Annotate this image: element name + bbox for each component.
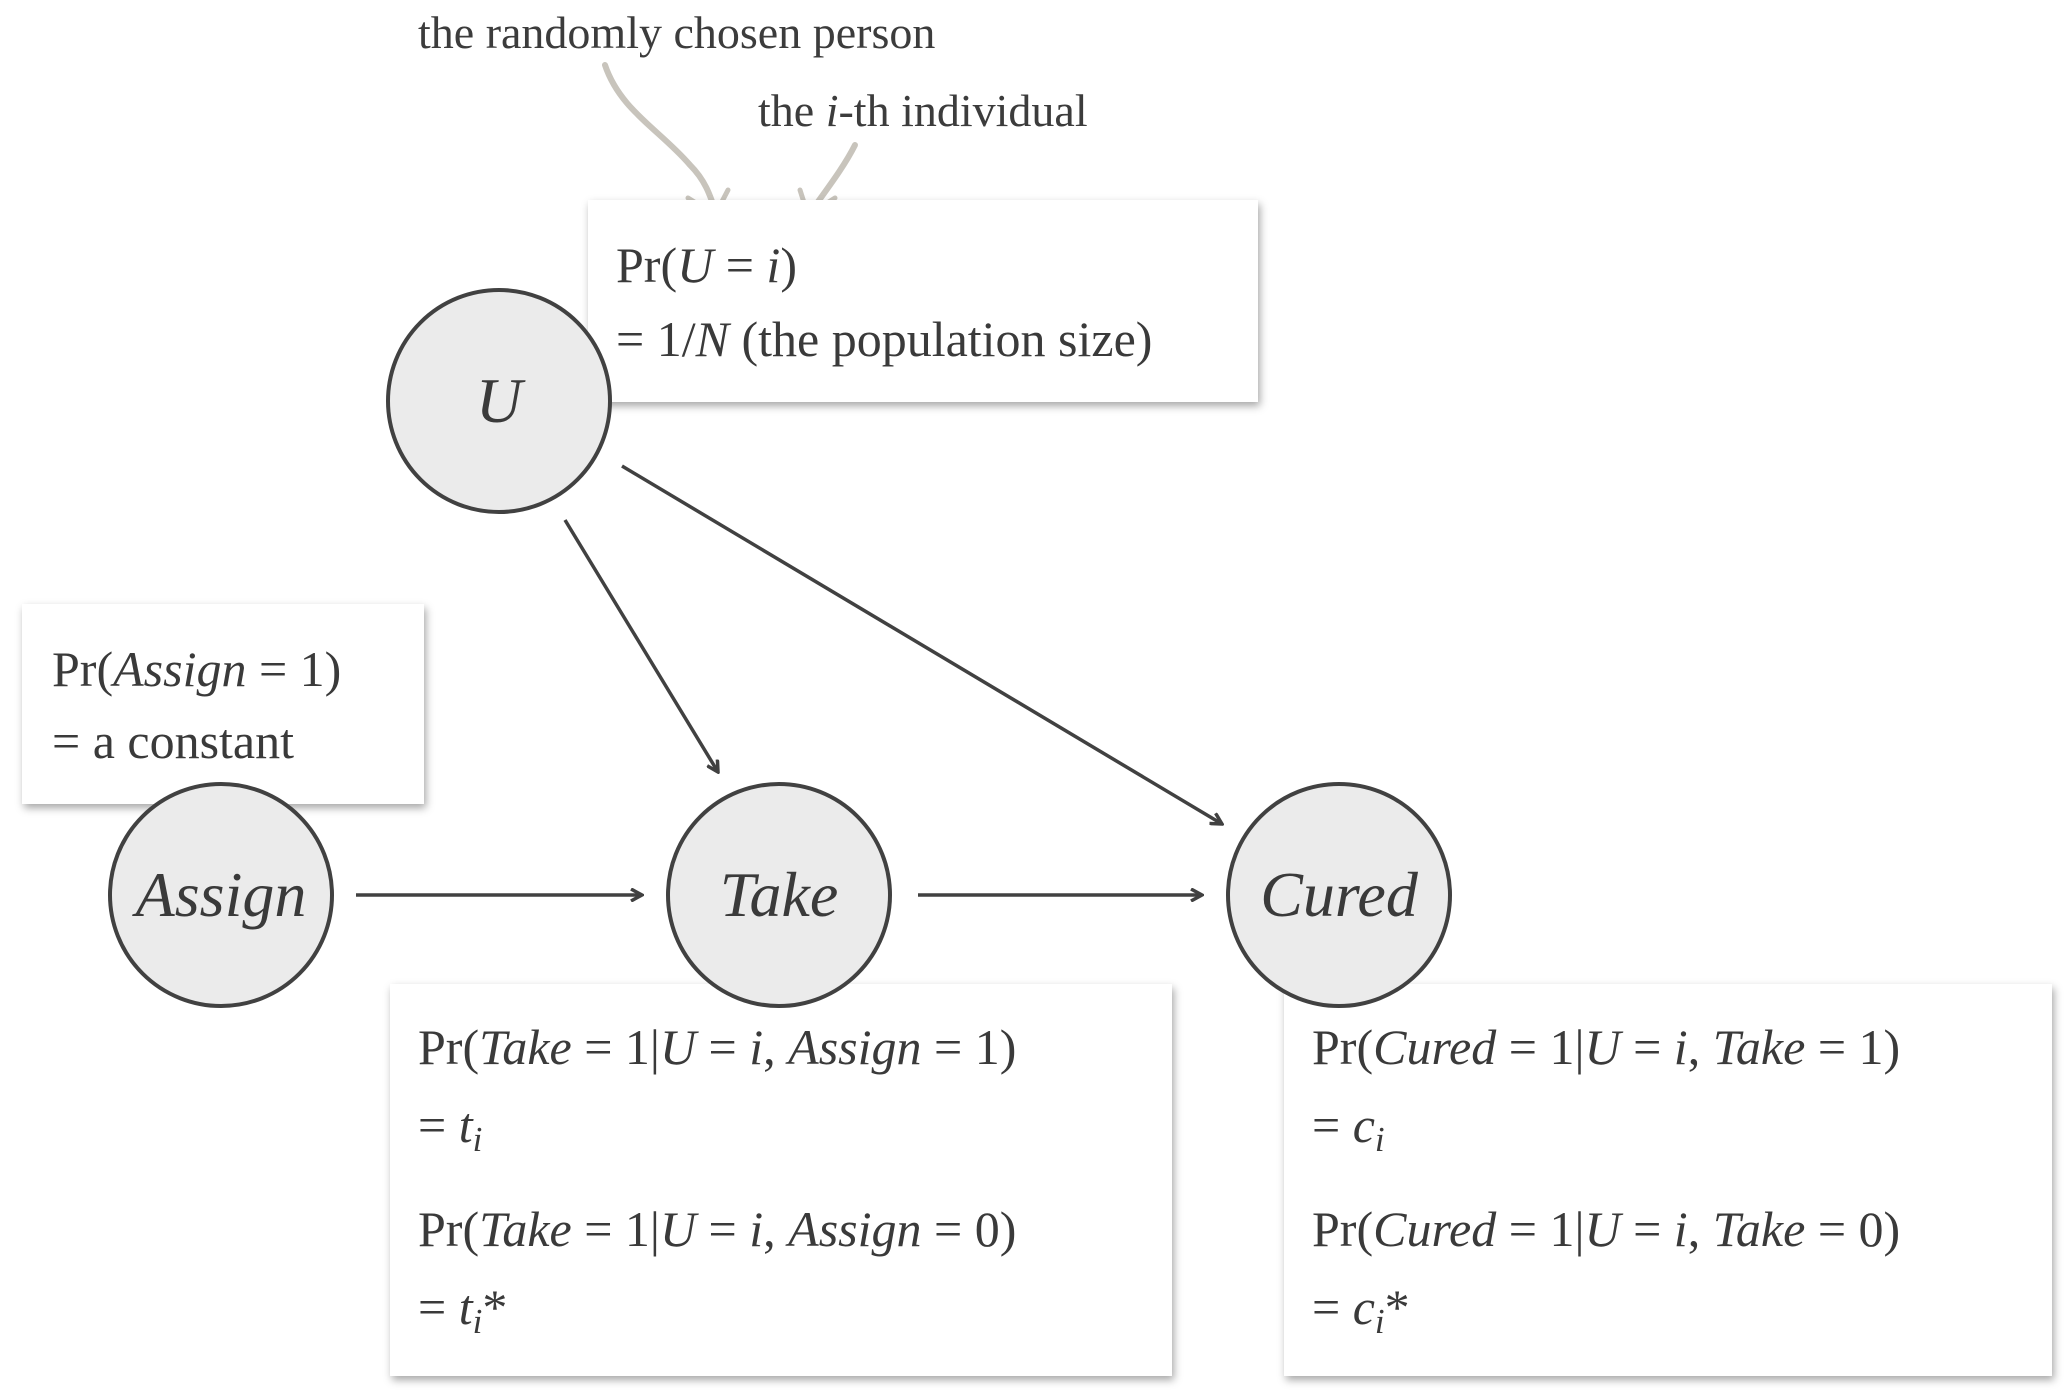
text-fragment: = 0) — [1805, 1201, 1901, 1257]
var-take: Take — [479, 1201, 572, 1257]
node-cured: Cured — [1226, 782, 1452, 1008]
var-take: Take — [1712, 1201, 1806, 1257]
node-assign: Assign — [108, 782, 334, 1008]
text-fragment: Pr( — [418, 1201, 480, 1257]
subscript-i: i — [472, 1119, 483, 1159]
var-cured: Cured — [1373, 1019, 1497, 1075]
text-fragment: = — [1620, 1019, 1674, 1075]
var-c: c — [1352, 1097, 1375, 1153]
var-n: N — [695, 311, 729, 367]
text-fragment: = — [418, 1279, 459, 1335]
u-box-line-1: Pr(U = i) — [616, 236, 797, 294]
text-fragment: = 0) — [921, 1201, 1017, 1257]
annotation-ith-individual: the i-th individual — [758, 84, 1088, 137]
var-u: U — [659, 1201, 697, 1257]
take-box-line-2: = ti — [418, 1096, 482, 1157]
var-t: t — [458, 1097, 473, 1153]
text-fragment: = — [713, 237, 767, 293]
text-fragment: = — [696, 1019, 750, 1075]
annotation-ith-var: i — [825, 85, 839, 136]
var-take: Take — [479, 1019, 572, 1075]
var-assign: Assign — [113, 641, 247, 697]
text-fragment: = 1/ — [616, 311, 696, 367]
cured-box-line-4: = ci* — [1312, 1278, 1410, 1339]
annotation-random-person: the randomly chosen person — [418, 7, 936, 58]
annotation-arrow-random-person — [602, 62, 718, 213]
text-fragment: Pr( — [1312, 1019, 1374, 1075]
var-u: U — [677, 237, 714, 293]
text-fragment: = — [1312, 1097, 1353, 1153]
text-fragment: , — [763, 1201, 789, 1257]
var-assign: Assign — [788, 1019, 922, 1075]
take-box-line-1: Pr(Take = 1|U = i, Assign = 1) — [418, 1018, 1016, 1076]
var-cured: Cured — [1373, 1201, 1497, 1257]
text-fragment: Pr( — [616, 237, 678, 293]
text-fragment: = — [696, 1201, 750, 1257]
take-box-line-3: Pr(Take = 1|U = i, Assign = 0) — [418, 1200, 1016, 1258]
text-fragment: * — [482, 1279, 508, 1335]
text-fragment: = 1| — [1496, 1201, 1585, 1257]
var-assign: Assign — [788, 1201, 922, 1257]
u-box-line-2: = 1/N (the population size) — [616, 310, 1152, 368]
edge-u-to-cured — [621, 464, 1222, 824]
take-probability-box: Pr(Take = 1|U = i, Assign = 1) = ti Pr(T… — [390, 984, 1172, 1376]
node-cured-label: Cured — [1260, 859, 1418, 930]
text-fragment: = 1| — [1496, 1019, 1585, 1075]
text-fragment: = 1) — [246, 641, 342, 697]
var-i: i — [766, 237, 781, 293]
text-fragment: ) — [780, 237, 797, 293]
subscript-i: i — [1374, 1119, 1385, 1159]
var-t: t — [458, 1279, 473, 1335]
annotation-ith-prefix: the — [758, 85, 826, 136]
edge-u-to-take — [563, 519, 718, 772]
var-u: U — [1584, 1019, 1621, 1075]
text-fragment: = 1| — [571, 1201, 660, 1257]
annotation-ith-suffix: -th individual — [838, 85, 1088, 136]
text-fragment: , — [1687, 1019, 1713, 1075]
var-i: i — [1673, 1019, 1688, 1075]
node-u-label: U — [475, 365, 523, 436]
text-fragment: = 1) — [1805, 1019, 1901, 1075]
text-fragment: = — [418, 1097, 459, 1153]
subscript-i: i — [472, 1301, 483, 1341]
text-fragment: = 1| — [571, 1019, 660, 1075]
var-u: U — [1584, 1201, 1621, 1257]
var-take: Take — [1712, 1019, 1806, 1075]
node-take: Take — [666, 782, 892, 1008]
subscript-i: i — [1374, 1301, 1385, 1341]
var-i: i — [749, 1201, 764, 1257]
text-fragment: = — [1312, 1279, 1353, 1335]
assign-probability-box: Pr(Assign = 1) = a constant — [22, 604, 424, 804]
node-assign-label: Assign — [135, 859, 307, 930]
u-probability-box: Pr(U = i) = 1/N (the population size) — [588, 200, 1258, 402]
text-fragment: Pr( — [1312, 1201, 1374, 1257]
cured-box-line-1: Pr(Cured = 1|U = i, Take = 1) — [1312, 1018, 1900, 1076]
text-fragment: = 1) — [921, 1019, 1017, 1075]
var-i: i — [749, 1019, 764, 1075]
cured-box-line-3: Pr(Cured = 1|U = i, Take = 0) — [1312, 1200, 1900, 1258]
text-fragment: (the population size) — [728, 311, 1153, 367]
assign-box-line-1: Pr(Assign = 1) — [52, 640, 341, 698]
text-fragment: = — [1620, 1201, 1674, 1257]
assign-box-line-2: = a constant — [52, 713, 295, 769]
text-fragment: Pr( — [52, 641, 114, 697]
take-box-line-4: = ti* — [418, 1278, 508, 1339]
node-take-label: Take — [719, 859, 839, 930]
text-fragment: , — [1687, 1201, 1713, 1257]
cured-box-line-2: = ci — [1312, 1096, 1385, 1157]
text-fragment: , — [763, 1019, 789, 1075]
text-fragment: * — [1384, 1279, 1410, 1335]
var-u: U — [659, 1019, 697, 1075]
var-i: i — [1673, 1201, 1688, 1257]
var-c: c — [1352, 1279, 1375, 1335]
cured-probability-box: Pr(Cured = 1|U = i, Take = 1) = ci Pr(Cu… — [1284, 984, 2052, 1376]
node-u: U — [386, 288, 612, 514]
text-fragment: Pr( — [418, 1019, 480, 1075]
